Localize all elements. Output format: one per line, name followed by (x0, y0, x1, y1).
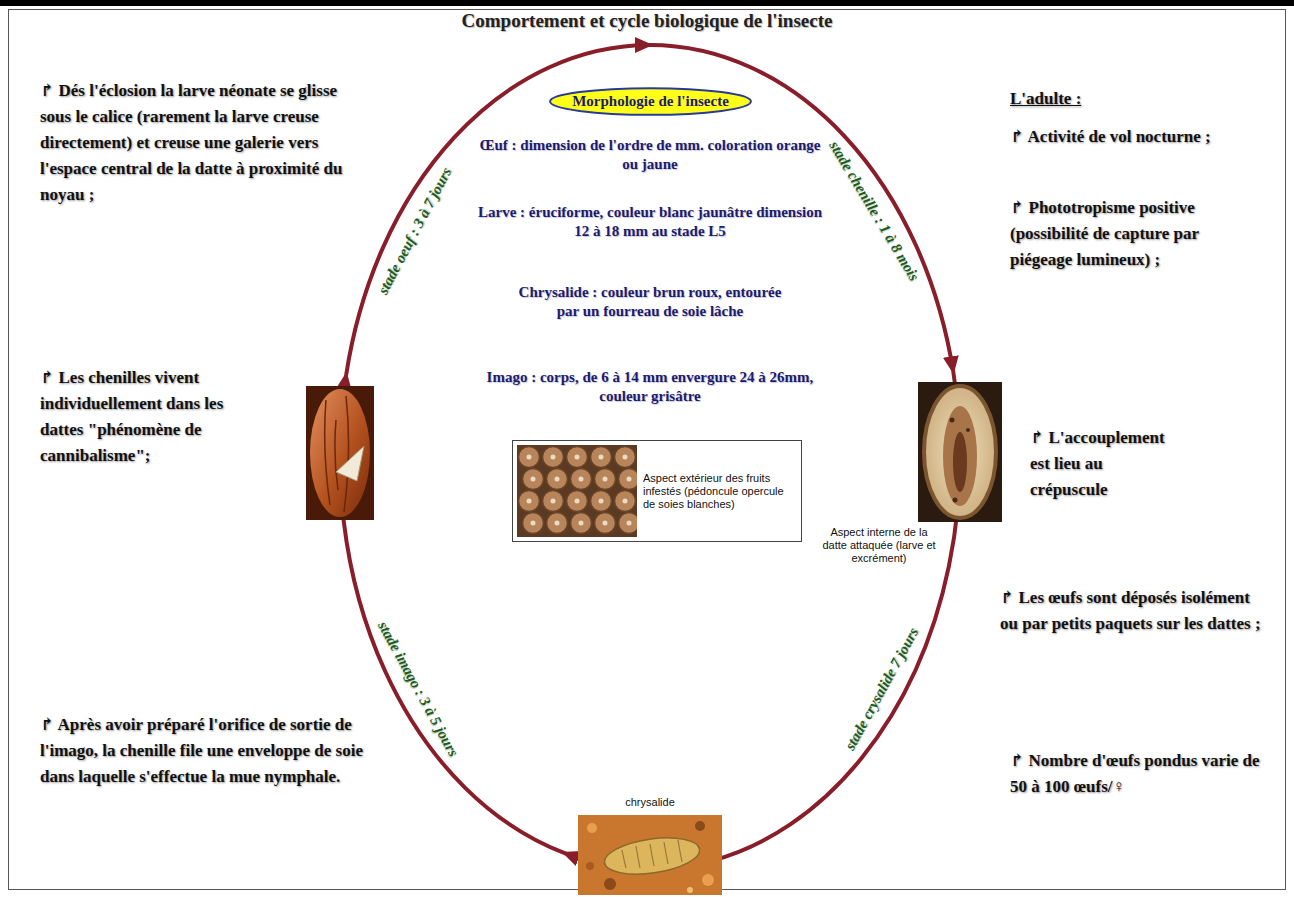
label-wrap: stade chenille : 1 à 8 mois (826, 138, 923, 284)
photo-box: Aspect extérieur des fruits infestés (pé… (512, 440, 802, 542)
frame (9, 10, 1286, 890)
top-bar (0, 0, 1294, 6)
section-heading: L'adulte : (1010, 86, 1210, 112)
label-wrap: Aspect interne de la datte attaquée (lar… (820, 526, 938, 565)
title-oval: Morphologie de l'insecte (547, 86, 754, 117)
label-wrap: ↱ Les œufs sont déposés isolément ou par… (1000, 585, 1262, 637)
label-wrap: ↱ Après avoir préparé l'orifice de sorti… (40, 712, 380, 790)
morphology-text: Œuf : dimension de l'ordre de mm. colora… (470, 136, 830, 174)
date-moth-photo (306, 386, 374, 520)
title-wrap: Comportement et cycle biologique de l'in… (0, 10, 1294, 32)
label-wrap: stade crysalide 7 jours (842, 625, 923, 753)
label-wrap: Larve : éruciforme, couleur blanc jaunât… (470, 203, 830, 241)
adult-note: ↱ Les œufs sont déposés isolément ou par… (1000, 585, 1262, 637)
label-wrap: ↱ Phototropisme positive (possibilité de… (1010, 195, 1250, 273)
label-wrap: chrysalide (600, 796, 700, 809)
behaviour-note: ↱ Après avoir préparé l'orifice de sorti… (40, 712, 380, 790)
label-wrap: Œuf : dimension de l'ordre de mm. colora… (470, 136, 830, 174)
oval-label: Morphologie de l'insecte (572, 93, 729, 110)
behaviour-note: ↱ Dés l'éclosion la larve néonate se gli… (40, 78, 370, 208)
label-wrap: L'adulte : (1010, 86, 1210, 112)
label-wrap: ↱ Activité de vol nocturne ; (1010, 124, 1272, 150)
label-wrap: Imago : corps, de 6 à 14 mm envergure 24… (465, 368, 835, 406)
stage-label: stade chenille : 1 à 8 mois (826, 138, 923, 284)
diagram-title: Comportement et cycle biologique de l'in… (0, 10, 1294, 32)
adult-note: ↱ Activité de vol nocturne ; (1010, 124, 1272, 150)
chrysalis-photo (578, 815, 722, 895)
stage-label: stade imago : 3 à 5 jours (374, 618, 462, 759)
adult-note: ↱ Nombre d'œufs pondus varie de 50 à 100… (1010, 748, 1265, 800)
label-wrap: Chrysalide : couleur brun roux, entourée… (515, 283, 785, 321)
label-wrap: ↱ Nombre d'œufs pondus varie de 50 à 100… (1010, 748, 1265, 800)
photo-caption: chrysalide (600, 796, 700, 809)
cut-date-photo (918, 382, 1002, 522)
label-wrap: ↱ Dés l'éclosion la larve néonate se gli… (40, 78, 370, 208)
label-wrap: stade oeuf : 3 à 7 jours (374, 164, 455, 297)
morphology-text: Imago : corps, de 6 à 14 mm envergure 24… (465, 368, 835, 406)
adult-note: ↱ Phototropisme positive (possibilité de… (1010, 195, 1250, 273)
morphology-text: Chrysalide : couleur brun roux, entourée… (515, 283, 785, 321)
morphology-text: Larve : éruciforme, couleur blanc jaunât… (470, 203, 830, 241)
label-wrap: stade imago : 3 à 5 jours (374, 618, 462, 759)
photo-caption: Aspect interne de la datte attaquée (lar… (820, 526, 938, 565)
photo-caption: Aspect extérieur des fruits infestés (pé… (643, 472, 793, 511)
behaviour-note: ↱ Les chenilles vivent individuellement … (40, 365, 230, 469)
stage-label: stade crysalide 7 jours (842, 625, 923, 753)
cycle-arrows (340, 45, 960, 869)
stage-label: stade oeuf : 3 à 7 jours (374, 164, 455, 297)
label-wrap: ↱ Les chenilles vivent individuellement … (40, 365, 230, 469)
label-wrap: ↱ L'accouplement est lieu au crépuscule (1030, 425, 1170, 503)
adult-note: ↱ L'accouplement est lieu au crépuscule (1030, 425, 1170, 503)
infested-dates-photo (517, 445, 637, 537)
